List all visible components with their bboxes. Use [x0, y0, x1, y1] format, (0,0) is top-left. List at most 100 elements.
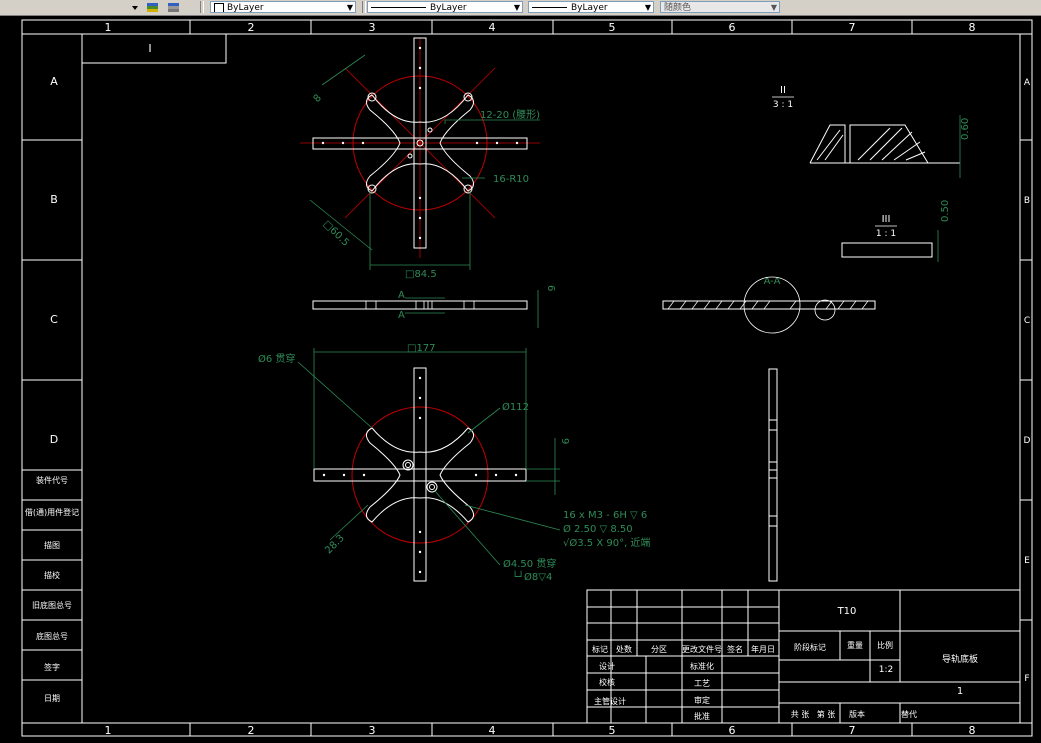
col-label: 8 — [969, 724, 976, 737]
scale-header: 比例 — [877, 640, 893, 650]
section-title: A-A — [764, 276, 781, 287]
section-view[interactable]: A-A — [662, 276, 876, 334]
strip-label: 描图 — [44, 540, 60, 550]
detail-dim: 0.60 — [960, 118, 971, 140]
dim-diag: □60.5 — [321, 219, 351, 249]
detail-label: II — [780, 85, 786, 96]
color-control-dropdown[interactable]: ByLayer ▼ — [210, 1, 356, 13]
detail-view-3[interactable]: III 1 : 1 0.50 — [841, 200, 951, 262]
dim-thread2: Ø 2.50 ▽ 8.50 — [563, 523, 633, 535]
col-label: 6 — [729, 724, 736, 737]
section-label: A — [398, 310, 405, 321]
dropdown-arrow-icon[interactable] — [128, 0, 143, 14]
detail-circle-2 — [743, 276, 801, 334]
row-label: B — [1024, 196, 1030, 206]
detail-view-2[interactable]: II 3 : 1 0.60 — [772, 85, 971, 178]
row-label: F — [1024, 674, 1029, 684]
toolbar-separator — [200, 1, 204, 13]
stage-header: 阶段标记 — [794, 642, 826, 652]
strip-label: 日期 — [44, 694, 60, 703]
layer-previous-icon[interactable] — [166, 0, 181, 14]
chevron-down-icon: ▼ — [644, 3, 651, 12]
strip-label: 描校 — [44, 570, 60, 580]
footer-label: 版本 — [849, 709, 865, 719]
col-label: 7 — [849, 724, 856, 737]
sheet-number: 1 — [957, 686, 963, 697]
role-label: 批准 — [694, 711, 710, 721]
strip-label: 底图总号 — [36, 631, 68, 641]
side-section-marks — [405, 290, 539, 328]
section-outline — [662, 300, 876, 310]
role-label: 审定 — [694, 695, 710, 705]
drawing-border — [21, 19, 1033, 737]
role-label: 工艺 — [694, 679, 710, 688]
dim-slot: 12-20 (腰形) — [480, 109, 540, 121]
dim-outer: □177 — [407, 343, 436, 354]
col-label: 3 — [369, 724, 376, 737]
lineweight-control-value: ByLayer — [571, 3, 608, 13]
row-label: B — [50, 193, 58, 206]
col-label: 2 — [248, 21, 255, 34]
dim-hole: Ø6 贯穿 — [258, 352, 295, 365]
lineweight-control-dropdown[interactable]: ByLayer ▼ — [528, 1, 654, 13]
top-view[interactable]: 8 12-20 (腰形) 16-R10 □60.5 □84.5 — [300, 37, 540, 280]
strip-label: 借(通)用件登记 — [25, 507, 79, 517]
dim-6: 6 — [545, 285, 556, 291]
revision-header: 更改文件号 — [682, 644, 722, 654]
footer-label: 替代 — [901, 709, 917, 719]
col-label: 4 — [489, 21, 496, 34]
detail-circle-3 — [814, 299, 836, 321]
right-side-outline — [768, 368, 778, 582]
part-name: 导轨底板 — [942, 653, 978, 665]
revision-header: 标记 — [592, 644, 608, 654]
detail-scale: 3 : 1 — [773, 100, 793, 110]
revision-header: 签名 — [727, 644, 743, 654]
detail-label: III — [882, 214, 891, 225]
row-label: C — [1024, 316, 1030, 326]
row-label: A — [1024, 78, 1031, 88]
dim-circle: Ø112 — [502, 401, 529, 413]
plate-outline — [312, 37, 528, 249]
section-hatch — [667, 300, 869, 310]
role-label: 校核 — [599, 677, 615, 687]
bottom-view[interactable]: Ø6 贯穿 □177 Ø112 9 16 x M3 - 6H ▽ 6 Ø 2.5… — [258, 343, 650, 583]
revision-header: 处数 — [616, 644, 632, 654]
row-label: A — [50, 75, 58, 88]
linetype-control-dropdown[interactable]: ByLayer ▼ — [367, 1, 523, 13]
role-label: 设计 — [599, 661, 615, 671]
lineweight-sample-icon — [532, 7, 567, 8]
dim-width: □84.5 — [405, 269, 437, 280]
dim-9: 9 — [559, 438, 570, 444]
material-value: T10 — [837, 606, 857, 617]
plotstyle-control-value: 随颜色 — [664, 3, 692, 13]
strip-label: 旧底图总号 — [32, 600, 72, 610]
left-strip: 装件代号 借(通)用件登记 描图 描校 旧底图总号 底图总号 签字 日期 — [25, 475, 79, 703]
dim-thread3: √Ø3.5 X 90°, 近端 — [563, 536, 650, 549]
detail-outline — [841, 242, 933, 258]
layer-states-icon[interactable] — [145, 0, 160, 14]
col-label: 3 — [369, 21, 376, 34]
col-label: 6 — [729, 21, 736, 34]
col-label: 5 — [609, 724, 616, 737]
plate-holes — [321, 46, 519, 240]
color-control-value: ByLayer — [227, 3, 264, 13]
detail-outline — [809, 124, 960, 164]
col-label: 4 — [489, 724, 496, 737]
col-label: 8 — [969, 21, 976, 34]
plotstyle-control-dropdown[interactable]: 随颜色 ▼ — [660, 1, 780, 13]
chevron-down-icon: ▼ — [346, 3, 353, 12]
detail-dim: 0.50 — [940, 200, 951, 222]
dim-center1: Ø4.50 贯穿 — [503, 557, 556, 570]
drawing-canvas[interactable]: 1 2 3 4 5 6 7 8 1 2 3 4 5 6 7 8 A B C D … — [0, 15, 1041, 743]
right-side-view[interactable] — [768, 368, 778, 582]
section-label: A — [398, 290, 405, 301]
scale-value: 1:2 — [879, 665, 893, 675]
side-view[interactable]: A A 6 — [312, 285, 556, 328]
revision-header: 年月日 — [751, 644, 775, 654]
footer-label: 共 张 — [791, 710, 810, 719]
strip-label: 装件代号 — [36, 475, 68, 485]
col-label: 1 — [105, 21, 112, 34]
linetype-sample-icon — [371, 7, 426, 8]
dimension-lines — [297, 348, 561, 566]
linetype-control-value: ByLayer — [430, 3, 467, 13]
